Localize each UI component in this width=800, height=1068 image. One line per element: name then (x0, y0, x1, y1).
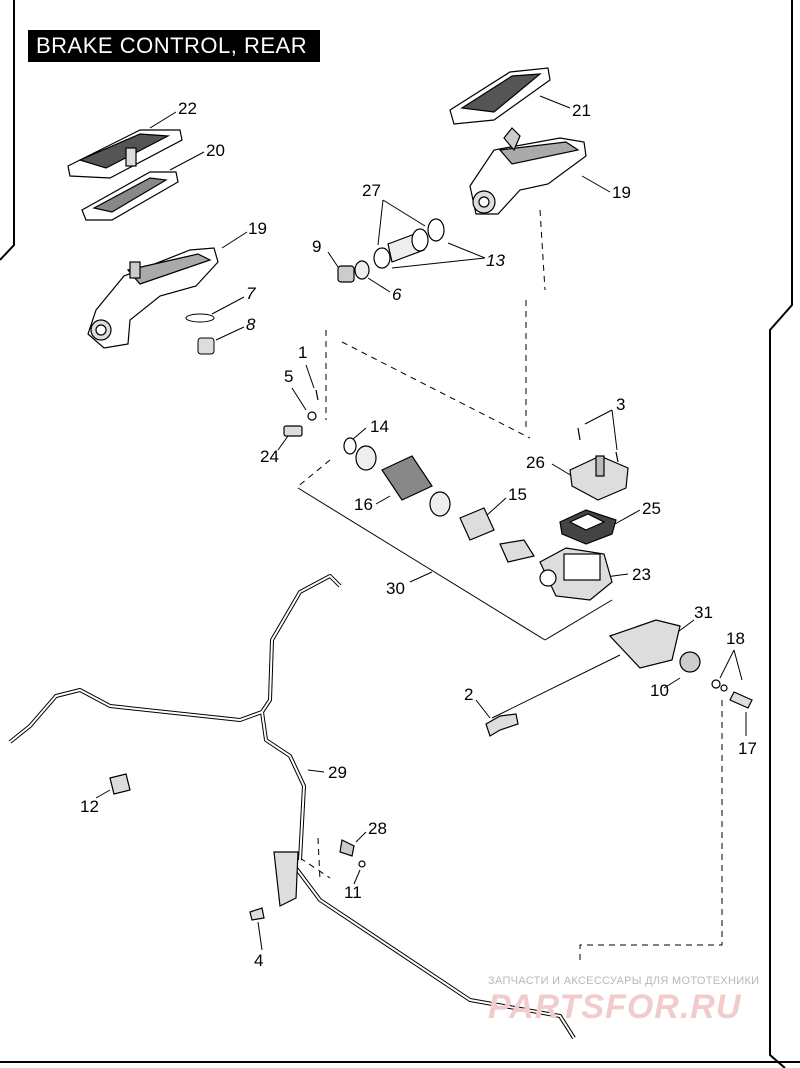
watermark-logo: PARTSFOR.RU (488, 988, 742, 1026)
callout-31: 31 (694, 603, 713, 622)
bracket-hardware-parts-31-10-18-17-2 (485, 619, 753, 737)
gasket-part-25 (559, 509, 617, 545)
callout-20: 20 (206, 141, 225, 160)
brake-pedal-part-19-left (87, 247, 219, 349)
callout-2: 2 (464, 685, 474, 704)
bushing-part-8 (197, 337, 215, 355)
watermark-text: ЗАПЧАСТИ И АКСЕССУАРЫ ДЛЯ МОТОТЕХНИКИ (488, 975, 760, 987)
callout-11: 11 (344, 883, 362, 902)
master-cylinder-part-23 (499, 539, 613, 601)
callout-5: 5 (284, 367, 294, 386)
callout-22: 22 (178, 99, 197, 118)
callout-13: 13 (486, 251, 505, 270)
callout-4: 4 (254, 951, 264, 970)
callout-19-right: 19 (612, 183, 631, 202)
boot-spring-parts-14-16-15 (343, 437, 495, 541)
pivot-parts-9-6-27-13 (337, 218, 445, 283)
callout-24: 24 (260, 447, 279, 466)
callout-8: 8 (246, 315, 256, 334)
leader-lines (95, 95, 747, 951)
callout-30: 30 (386, 579, 405, 598)
callout-29: 29 (328, 763, 347, 782)
callout-1: 1 (298, 343, 308, 362)
callout-15: 15 (508, 485, 527, 504)
callout-21: 21 (572, 101, 591, 120)
callout-16: 16 (354, 495, 373, 514)
washer-part-7 (185, 313, 215, 323)
callout-10: 10 (650, 681, 669, 700)
callout-25: 25 (642, 499, 661, 518)
callout-27: 27 (362, 181, 381, 200)
callout-12: 12 (80, 797, 99, 816)
callout-9: 9 (312, 237, 322, 256)
pad-plate-part-20 (81, 171, 179, 221)
pin-bolt-parts-1-5-24 (283, 389, 319, 437)
pedal-pad-part-21 (449, 67, 551, 125)
callout-17: 17 (738, 739, 757, 758)
callout-26: 26 (526, 453, 545, 472)
callout-28: 28 (368, 819, 387, 838)
callout-14: 14 (370, 417, 389, 436)
callout-23: 23 (632, 565, 651, 584)
clip-switch-parts-12-28-11-4 (109, 773, 366, 921)
callout-7: 7 (246, 284, 256, 303)
brake-pedal-part-19-right (469, 127, 587, 215)
diagram-title: BRAKE CONTROL, REAR (28, 30, 320, 62)
pedal-pad-part-22 (67, 129, 183, 179)
callout-6: 6 (392, 285, 402, 304)
brake-line-inner (9, 575, 575, 1039)
reservoir-parts-3-26 (569, 427, 629, 501)
callout-18: 18 (726, 629, 745, 648)
assembly-dashed-lines (295, 209, 723, 965)
callout-3: 3 (616, 395, 626, 414)
callout-19-left: 19 (248, 219, 267, 238)
